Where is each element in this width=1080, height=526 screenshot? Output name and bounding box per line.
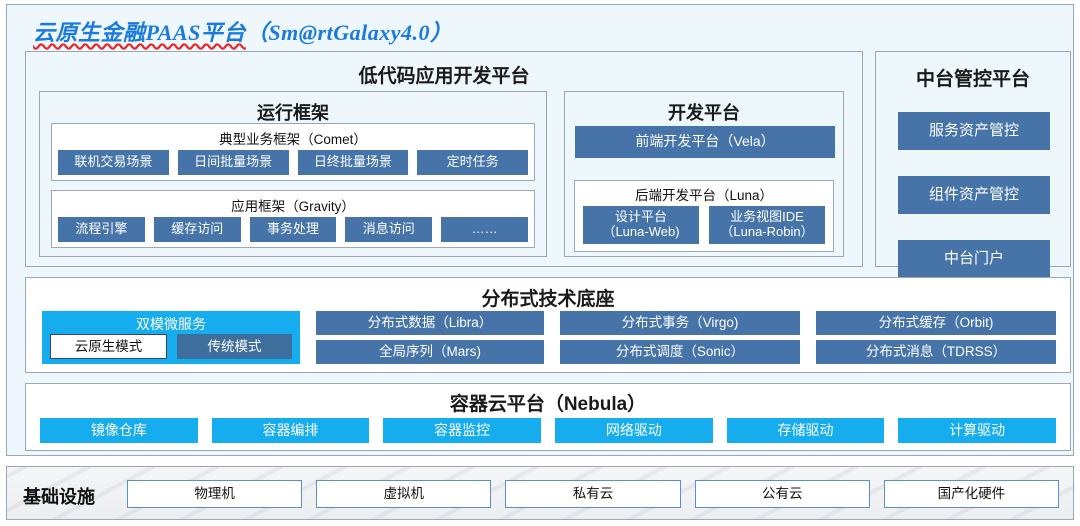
- traditional-mode-chip[interactable]: 传统模式: [177, 334, 292, 359]
- cloudnative-mode-chip[interactable]: 云原生模式: [50, 334, 167, 359]
- container-chip[interactable]: 容器编排: [211, 418, 370, 443]
- section-infrastructure: 基础设施 物理机 虚拟机 私有云 公有云 国产化硬件: [6, 466, 1074, 520]
- comet-chip-row: 联机交易场景 日间批量场景 日终批量场景 定时任务: [58, 150, 528, 175]
- infrastructure-chip[interactable]: 虚拟机: [316, 480, 492, 508]
- page-title-en: （Sm@rtGalaxy4.0）: [245, 20, 453, 45]
- section-midoffice-platform: 中台管控平台 服务资产管控 组件资产管控 中台门户: [875, 51, 1071, 278]
- comet-chip[interactable]: 定时任务: [417, 150, 528, 175]
- group-luna: 后端开发平台（Luna） 设计平台 （Luna-Web) 业务视图IDE （Lu…: [574, 180, 834, 252]
- midoffice-title: 中台管控平台: [915, 69, 1030, 90]
- comet-chip[interactable]: 日终批量场景: [297, 150, 409, 175]
- infrastructure-chip-row: 物理机 虚拟机 私有云 公有云 国产化硬件: [127, 480, 1060, 508]
- gravity-chip-more[interactable]: ……: [441, 217, 528, 242]
- luna-robin-chip[interactable]: 业务视图IDE （Luna-Robin）: [709, 206, 825, 244]
- vela-chip[interactable]: 前端开发平台（Vela）: [575, 126, 835, 158]
- distbase-title: 分布式技术底座: [481, 289, 615, 310]
- gravity-chip-row: 流程引擎 缓存访问 事务处理 消息访问 ……: [58, 217, 528, 242]
- midoffice-chip[interactable]: 中台门户: [898, 240, 1050, 278]
- gravity-chip[interactable]: 消息访问: [345, 217, 433, 242]
- distbase-chip[interactable]: 分布式事务（Virgo): [560, 311, 800, 335]
- page-title-zh: 云原生金融PAAS平台: [33, 20, 246, 45]
- dualmode-chip-row: 云原生模式 传统模式: [50, 334, 292, 359]
- infrastructure-chip[interactable]: 国产化硬件: [883, 480, 1060, 508]
- comet-chip[interactable]: 联机交易场景: [58, 150, 169, 175]
- container-chip[interactable]: 网络驱动: [555, 418, 713, 443]
- group-dualmode-microservice: 双模微服务 云原生模式 传统模式: [42, 311, 300, 364]
- section-container-cloud: 容器云平台（Nebula） 镜像仓库 容器编排 容器监控 网络驱动 存储驱动 计…: [25, 383, 1071, 451]
- container-title: 容器云平台（Nebula）: [449, 394, 647, 415]
- luna-chip-row: 设计平台 （Luna-Web) 业务视图IDE （Luna-Robin）: [583, 206, 825, 244]
- infrastructure-label: 基础设施: [23, 487, 95, 507]
- comet-title: 典型业务框架（Comet）: [219, 132, 367, 147]
- luna-title: 后端开发平台（Luna）: [634, 188, 774, 203]
- runtime-title: 运行框架: [257, 103, 329, 123]
- container-chip[interactable]: 存储驱动: [726, 418, 885, 443]
- gravity-title: 应用框架（Gravity）: [231, 199, 355, 214]
- gravity-chip[interactable]: 事务处理: [249, 217, 337, 242]
- section-distributed-base: 分布式技术底座 双模微服务 云原生模式 传统模式 分布式数据（Libra） 全局…: [25, 277, 1071, 373]
- comet-chip[interactable]: 日间批量场景: [177, 150, 289, 175]
- distbase-chip[interactable]: 全局序列（Mars): [316, 340, 544, 364]
- container-chip[interactable]: 计算驱动: [898, 418, 1057, 443]
- midoffice-chip[interactable]: 服务资产管控: [898, 112, 1050, 150]
- container-chip-row: 镜像仓库 容器编排 容器监控 网络驱动 存储驱动 计算驱动: [40, 418, 1057, 443]
- infrastructure-chip[interactable]: 物理机: [127, 480, 303, 508]
- page-title: 云原生金融PAAS平台（Sm@rtGalaxy4.0）: [33, 15, 452, 47]
- group-gravity: 应用框架（Gravity） 流程引擎 缓存访问 事务处理 消息访问 ……: [51, 190, 535, 248]
- lowcode-title: 低代码应用开发平台: [358, 66, 530, 87]
- midoffice-chip[interactable]: 组件资产管控: [898, 176, 1050, 214]
- gravity-chip[interactable]: 流程引擎: [58, 217, 145, 242]
- infrastructure-chip[interactable]: 公有云: [694, 480, 870, 508]
- distbase-chip[interactable]: 分布式调度（Sonic）: [560, 340, 800, 364]
- platform-frame: 云原生金融PAAS平台（Sm@rtGalaxy4.0） 低代码应用开发平台 运行…: [6, 4, 1074, 456]
- distbase-chip[interactable]: 分布式缓存（Orbit): [816, 311, 1056, 335]
- distbase-chip[interactable]: 分布式数据（Libra）: [316, 311, 544, 335]
- infrastructure-chip[interactable]: 私有云: [505, 480, 681, 508]
- gravity-chip[interactable]: 缓存访问: [153, 217, 241, 242]
- devplatform-title: 开发平台: [668, 103, 740, 123]
- container-chip[interactable]: 镜像仓库: [40, 418, 198, 443]
- luna-web-chip[interactable]: 设计平台 （Luna-Web): [583, 206, 699, 244]
- group-comet: 典型业务框架（Comet） 联机交易场景 日间批量场景 日终批量场景 定时任务: [51, 123, 535, 181]
- distbase-chip[interactable]: 分布式消息（TDRSS）: [816, 340, 1056, 364]
- dualmode-title: 双模微服务: [136, 316, 206, 332]
- container-chip[interactable]: 容器监控: [383, 418, 542, 443]
